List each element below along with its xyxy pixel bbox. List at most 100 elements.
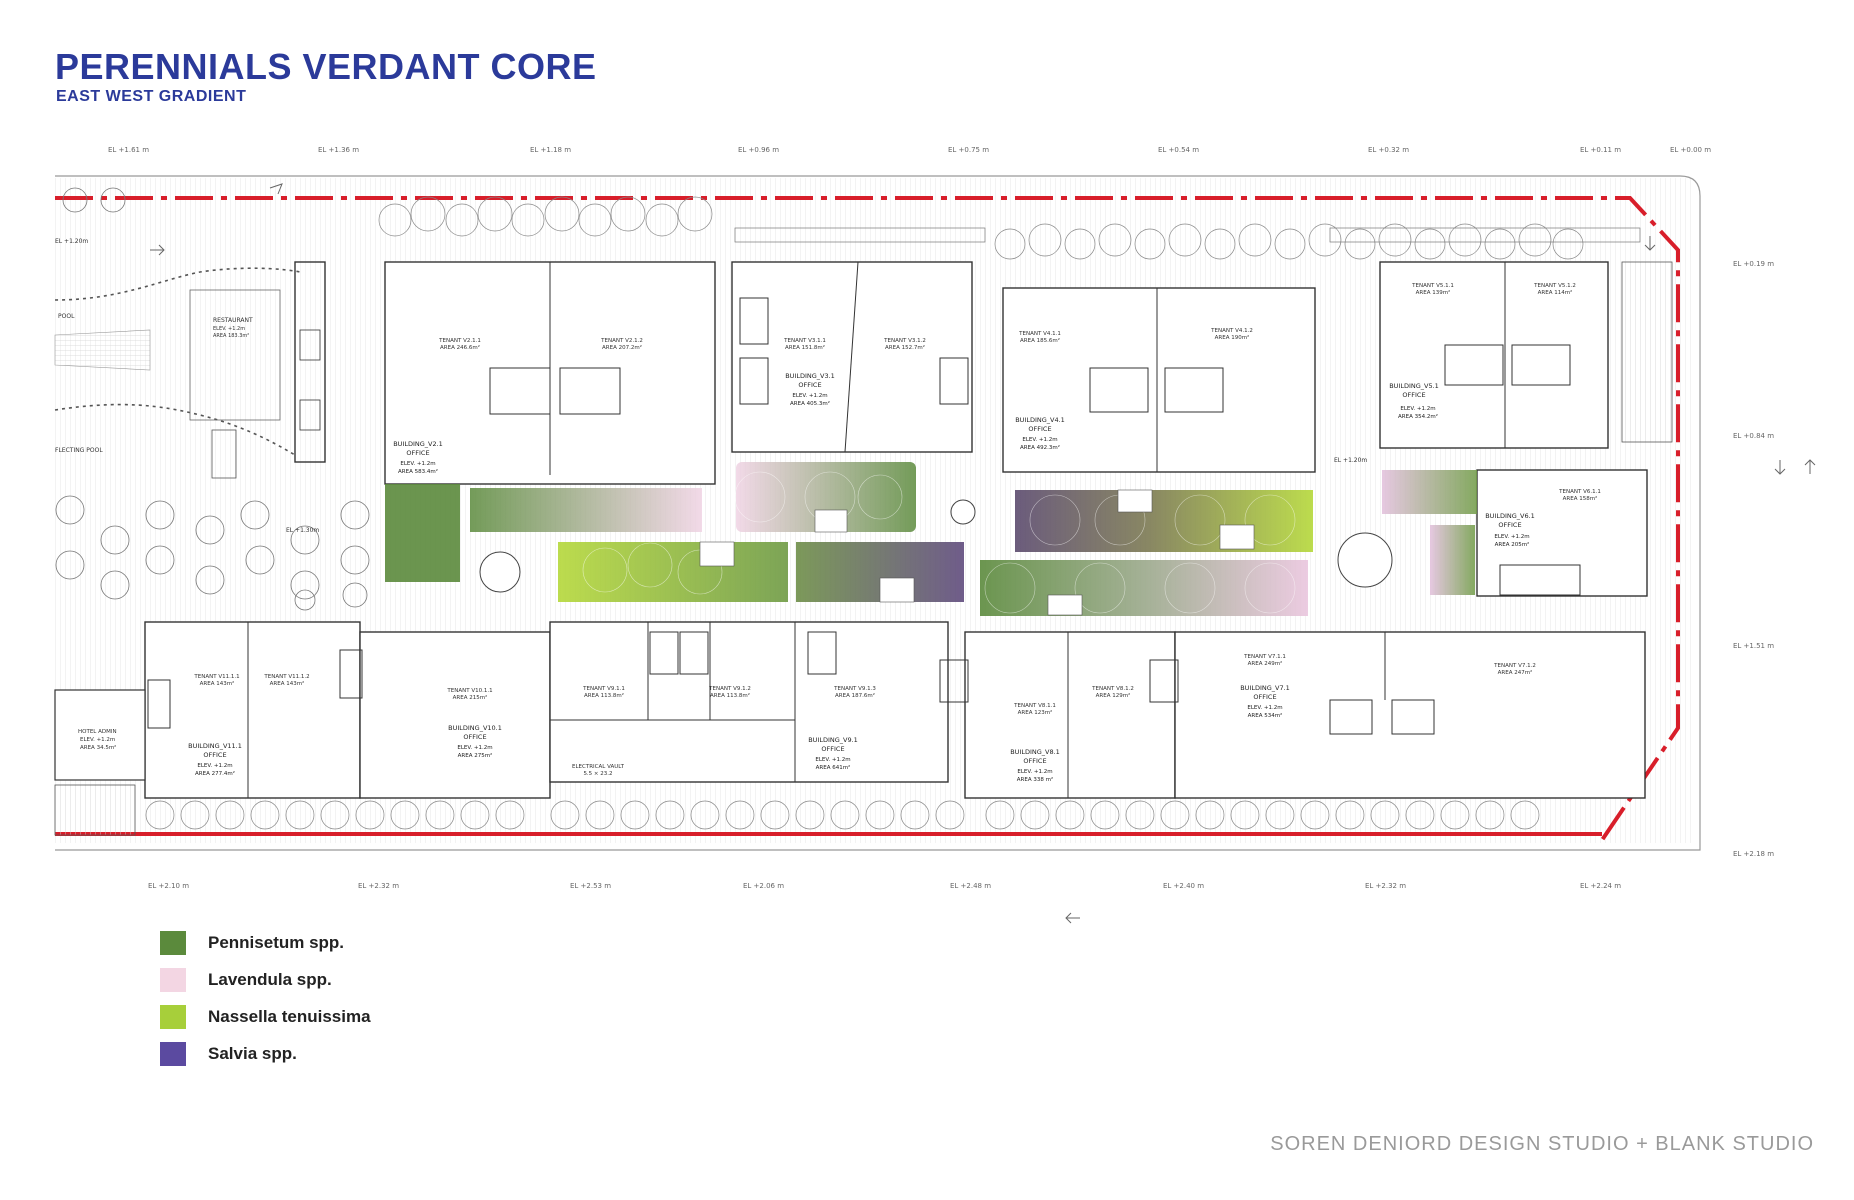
svg-text:EL +0.96 m: EL +0.96 m xyxy=(738,146,779,154)
svg-text:EL +1.18 m: EL +1.18 m xyxy=(530,146,571,154)
svg-text:AREA 114m²: AREA 114m² xyxy=(1538,289,1573,296)
building-v7-1 xyxy=(1174,631,1646,799)
top-planter xyxy=(1329,227,1641,243)
svg-text:EL +1.61 m: EL +1.61 m xyxy=(108,146,149,154)
svg-text:AREA 215m²: AREA 215m² xyxy=(453,694,488,701)
hotel-admin-outline xyxy=(54,689,146,781)
svg-text:AREA 113.8m²: AREA 113.8m² xyxy=(584,692,624,699)
svg-text:TENANT V9.1.2: TENANT V9.1.2 xyxy=(708,686,751,692)
svg-text:ELEV. +1.2m: ELEV. +1.2m xyxy=(1022,437,1057,443)
building-v11-1 xyxy=(144,621,361,799)
building-v5-1 xyxy=(1379,261,1609,449)
property-line xyxy=(55,196,1680,842)
plaza-fountain xyxy=(1337,532,1393,588)
svg-text:BUILDING_V7.1: BUILDING_V7.1 xyxy=(1240,684,1290,692)
svg-text:AREA 354.2m²: AREA 354.2m² xyxy=(1398,413,1438,420)
svg-text:EL +0.32 m: EL +0.32 m xyxy=(1368,146,1409,154)
svg-text:ELEV. +1.2m: ELEV. +1.2m xyxy=(400,461,435,467)
svg-text:OFFICE: OFFICE xyxy=(1253,693,1276,701)
el-mid-label: EL +1.20m xyxy=(1334,457,1367,464)
legend-label: Lavendula spp. xyxy=(208,970,332,989)
svg-text:ELEV. +1.2m: ELEV. +1.2m xyxy=(815,757,850,763)
bed-lime-green xyxy=(558,542,788,602)
svg-text:OFFICE: OFFICE xyxy=(1498,521,1521,529)
legend-label: Nassella tenuissima xyxy=(208,1007,371,1026)
pool-water xyxy=(54,329,151,371)
svg-text:EL +0.54 m: EL +0.54 m xyxy=(1158,146,1199,154)
legend-swatch xyxy=(160,931,186,955)
legend-swatch xyxy=(160,968,186,992)
svg-text:OFFICE: OFFICE xyxy=(1402,391,1425,399)
svg-text:EL +2.53 m: EL +2.53 m xyxy=(570,882,611,890)
legend-swatch xyxy=(160,1042,186,1066)
svg-text:EL +1.36 m: EL +1.36 m xyxy=(318,146,359,154)
svg-text:EL +0.00 m: EL +0.00 m xyxy=(1670,146,1711,154)
el-left-label: EL +1.20m xyxy=(55,238,88,245)
svg-text:TENANT V2.1.2: TENANT V2.1.2 xyxy=(600,338,643,344)
restaurant-label: RESTAURANT xyxy=(213,317,253,324)
svg-text:TENANT V3.1.2: TENANT V3.1.2 xyxy=(883,338,926,344)
svg-text:TENANT V4.1.1: TENANT V4.1.1 xyxy=(1018,331,1061,337)
restaurant-area: AREA 183.3m² xyxy=(213,333,249,339)
loading-area xyxy=(54,784,136,836)
svg-text:OFFICE: OFFICE xyxy=(798,381,821,389)
stair-core xyxy=(299,399,321,431)
bed-pennisetum xyxy=(385,484,460,582)
svg-text:TENANT V5.1.2: TENANT V5.1.2 xyxy=(1533,283,1576,289)
svg-text:TENANT V11.1.1: TENANT V11.1.1 xyxy=(193,674,239,680)
lower-building-partitions xyxy=(147,622,1435,798)
svg-text:EL +1.51 m: EL +1.51 m xyxy=(1733,642,1774,650)
svg-text:TENANT V9.1.3: TENANT V9.1.3 xyxy=(833,686,876,692)
svg-text:AREA 275m²: AREA 275m² xyxy=(458,752,493,759)
svg-text:OFFICE: OFFICE xyxy=(821,745,844,753)
svg-text:EL +2.40 m: EL +2.40 m xyxy=(1163,882,1204,890)
electrical-vault-labels: ELECTRICAL VAULT 5.5 × 23.2 xyxy=(572,764,625,777)
svg-text:AREA 129m²: AREA 129m² xyxy=(1096,692,1131,699)
svg-text:AREA 34.5m²: AREA 34.5m² xyxy=(80,744,116,751)
bottom-tree-row xyxy=(145,800,1540,830)
building-v8-1 xyxy=(964,631,1176,799)
pool-steps xyxy=(211,429,237,479)
building-v10-1 xyxy=(359,631,551,799)
svg-text:BUILDING_V5.1: BUILDING_V5.1 xyxy=(1389,382,1439,390)
svg-text:EL +0.75 m: EL +0.75 m xyxy=(948,146,989,154)
svg-text:AREA 405.3m²: AREA 405.3m² xyxy=(790,400,830,407)
svg-text:AREA 151.8m²: AREA 151.8m² xyxy=(785,344,825,351)
svg-text:OFFICE: OFFICE xyxy=(1023,757,1046,765)
svg-text:ELEV. +1.2m: ELEV. +1.2m xyxy=(80,737,115,743)
svg-text:OFFICE: OFFICE xyxy=(1028,425,1051,433)
svg-text:TENANT V4.1.2: TENANT V4.1.2 xyxy=(1210,328,1253,334)
svg-text:TENANT V10.1.1: TENANT V10.1.1 xyxy=(446,688,492,694)
svg-text:ELEV. +1.2m: ELEV. +1.2m xyxy=(1017,769,1052,775)
pool-edge xyxy=(54,403,296,456)
bed-steps xyxy=(699,489,1255,616)
svg-text:ELECTRICAL VAULT: ELECTRICAL VAULT xyxy=(572,764,625,770)
stair-core xyxy=(299,329,321,361)
bed-green-pink-2 xyxy=(980,560,1308,616)
svg-text:AREA 185.6m²: AREA 185.6m² xyxy=(1020,337,1060,344)
svg-text:AREA 123m²: AREA 123m² xyxy=(1018,709,1053,716)
legend: Pennisetum spp. Lavendula spp. Nassella … xyxy=(160,925,371,1073)
building-v4-1 xyxy=(1002,287,1316,473)
bed-pink-green xyxy=(736,462,916,532)
upper-building-partitions xyxy=(489,261,1581,596)
svg-text:BUILDING_V6.1: BUILDING_V6.1 xyxy=(1485,512,1535,520)
svg-text:TENANT V7.1.1: TENANT V7.1.1 xyxy=(1243,654,1286,660)
legend-item-nassella: Nassella tenuissima xyxy=(160,999,371,1035)
svg-text:TENANT V8.1.2: TENANT V8.1.2 xyxy=(1091,686,1134,692)
